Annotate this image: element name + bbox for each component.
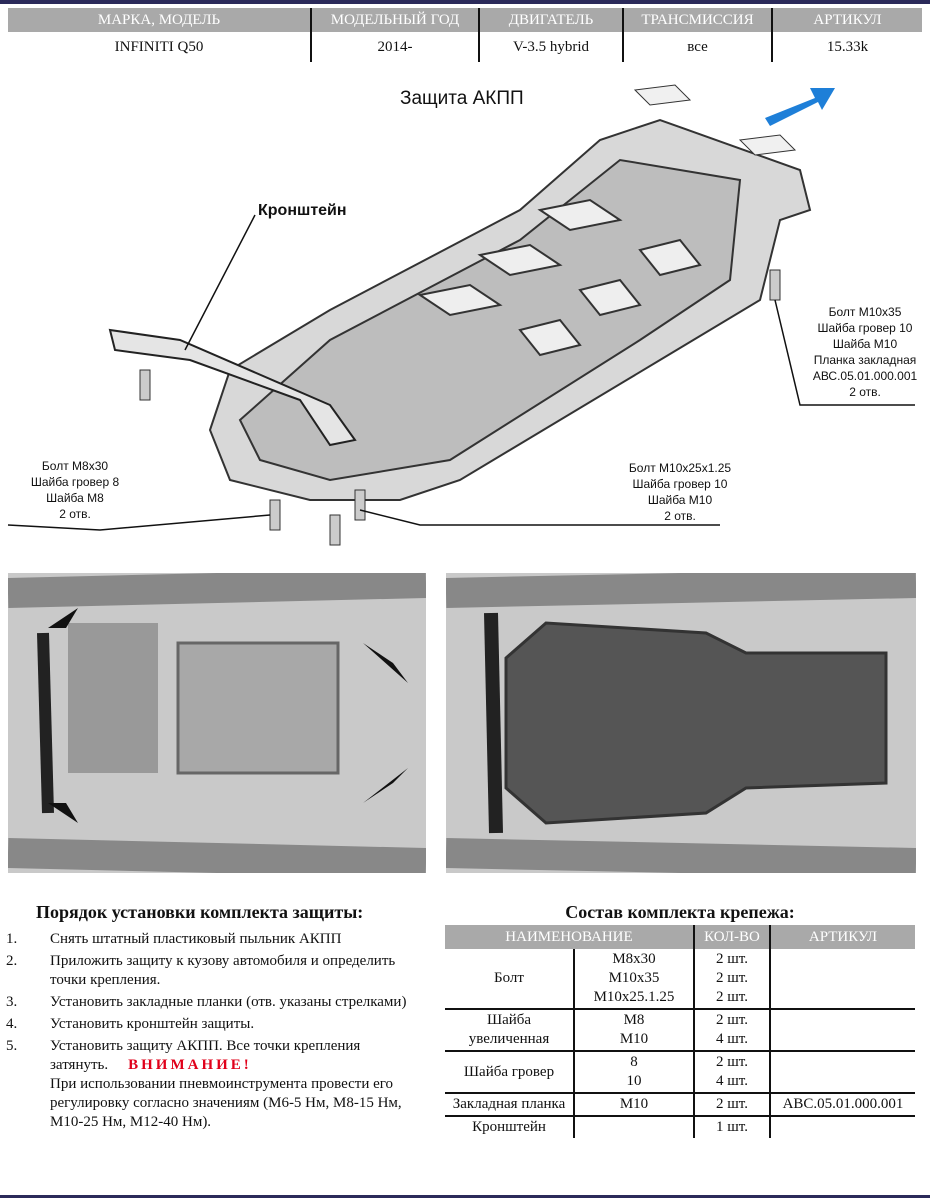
step-number: 3. <box>6 994 18 1010</box>
front-arrow-icon <box>765 88 835 126</box>
item-name: Шайба увеличенная <box>445 1009 575 1052</box>
step-note: При использовании пневмоинструмента пров… <box>50 1076 402 1130</box>
article-cell: 15.33k <box>826 38 869 55</box>
engine-cell: V-3.5 hybrid <box>479 32 624 62</box>
col-header: ТРАНСМИССИЯ <box>623 8 773 32</box>
item-qty: 2 шт. <box>716 951 748 967</box>
year-cell: 2014- <box>311 32 480 62</box>
step: 1. Снять штатный пластиковый пыльник АКПП <box>6 930 426 949</box>
callout-line: Шайба гровер 8 <box>30 475 120 489</box>
item-size: М10 <box>574 1093 695 1117</box>
item-article <box>770 1051 915 1094</box>
col-header: МОДЕЛЬНЫЙ ГОД <box>311 8 480 32</box>
table-row: Кронштейн 1 шт. <box>445 1116 915 1138</box>
step-number: 4. <box>6 1016 18 1032</box>
item-name: Кронштейн <box>445 1116 575 1138</box>
col-header: АРТИКУЛ <box>772 8 922 32</box>
item-size <box>574 1116 695 1138</box>
step-text: Приложить защиту к кузову автомобиля и о… <box>50 953 396 988</box>
item-article: АВС.05.01.000.001 <box>770 1093 915 1117</box>
callout-line: 2 отв. <box>664 509 696 523</box>
warning-text: ВНИМАНИЕ! <box>128 1057 252 1073</box>
step-text: Снять штатный пластиковый пыльник АКПП <box>50 931 342 947</box>
item-article <box>770 1116 915 1138</box>
item-article <box>770 949 915 1010</box>
table-row: Закладная планка М10 2 шт. АВС.05.01.000… <box>445 1093 915 1117</box>
photo-after-install <box>446 573 916 873</box>
top-rule <box>0 0 930 4</box>
mounting-plates <box>633 84 797 156</box>
step-number: 1. <box>6 931 18 947</box>
item-size: М8 <box>623 1012 645 1028</box>
step-text: Установить кронштейн защиты. <box>50 1016 255 1032</box>
transmission-cell: все <box>623 32 773 62</box>
step-number: 2. <box>6 953 18 969</box>
vehicle-info-table: МАРКА, МОДЕЛЬ МОДЕЛЬНЫЙ ГОД ДВИГАТЕЛЬ ТР… <box>8 8 922 62</box>
step: 3. Установить закладные планки (отв. указ… <box>6 993 426 1012</box>
step-text: Установить защиту АКПП. Все точки крепле… <box>50 1038 361 1073</box>
callout-line: 2 отв. <box>849 385 881 399</box>
col-header: ДВИГАТЕЛЬ <box>479 8 624 32</box>
callout-line: Шайба М10 <box>832 337 898 351</box>
col-header: НАИМЕНОВАНИЕ <box>445 925 695 949</box>
step-text: Установить закладные планки (отв. указан… <box>50 994 407 1010</box>
item-qty: 4 шт. <box>716 1073 748 1089</box>
item-qty: 2 шт. <box>716 1012 748 1028</box>
leader-lines <box>7 214 915 531</box>
col-header: АРТИКУЛ <box>770 925 915 949</box>
step: 4. Установить кронштейн защиты. <box>6 1015 426 1034</box>
item-qty: 1 шт. <box>694 1116 771 1138</box>
callout-line: Шайба М8 <box>46 491 104 505</box>
item-qty: 2 шт. <box>716 1054 748 1070</box>
callout-line: Болт М8х30 <box>41 459 109 473</box>
model-cell: INFINITI Q50 <box>8 32 312 62</box>
bottom-rule <box>0 1195 930 1198</box>
installation-instructions: Порядок установки комплекта защиты: 1. Сн… <box>6 903 426 1135</box>
bracket <box>108 328 357 447</box>
skid-plate <box>208 118 812 501</box>
item-name: Болт <box>445 949 575 1010</box>
callout-line: Шайба гровер 10 <box>817 321 913 335</box>
item-name: Закладная планка <box>445 1093 575 1117</box>
table-row: Шайба гровер 8 10 2 шт. 4 шт. <box>445 1051 915 1094</box>
callout-line: Шайба гровер 10 <box>632 477 728 491</box>
callout-line: АВС.05.01.000.001 <box>812 369 918 383</box>
step: 5. Установить защиту АКПП. Все точки креп… <box>6 1037 426 1132</box>
item-size: 10 <box>626 1073 642 1089</box>
callout-line: Болт М10х35 <box>828 305 902 319</box>
instructions-title: Порядок установки комплекта защиты: <box>36 902 364 922</box>
col-header: МАРКА, МОДЕЛЬ <box>8 8 312 32</box>
step-number: 5. <box>6 1038 18 1054</box>
diagram-title: Защита АКПП <box>400 88 524 109</box>
kit-title: Состав комплекта крепежа: <box>565 902 795 922</box>
item-article <box>770 1009 915 1052</box>
item-qty: 2 шт. <box>694 1093 771 1117</box>
callout-line: Шайба М10 <box>647 493 713 507</box>
bracket-label: Кронштейн <box>258 202 347 219</box>
item-name: Шайба гровер <box>445 1051 575 1094</box>
col-header: КОЛ-ВО <box>694 925 771 949</box>
step: 2. Приложить защиту к кузову автомобиля и… <box>6 952 426 990</box>
item-size: М8х30 <box>612 951 656 967</box>
item-qty: 4 шт. <box>716 1031 748 1047</box>
item-size: 8 <box>630 1054 638 1070</box>
item-size: М10х35 <box>608 970 660 986</box>
callout-line: Болт М10х25х1.25 <box>628 461 732 475</box>
callout-line: 2 отв. <box>59 507 91 521</box>
item-qty: 2 шт. <box>716 970 748 986</box>
arrow-icon <box>48 608 408 823</box>
skid-plate-drawing <box>7 84 915 546</box>
item-qty: 2 шт. <box>716 989 748 1005</box>
photo-before-install <box>8 573 426 873</box>
callout-line: Планка закладная <box>813 353 917 367</box>
item-size: М10 <box>619 1031 649 1047</box>
item-size: М10х25.1.25 <box>593 989 675 1005</box>
